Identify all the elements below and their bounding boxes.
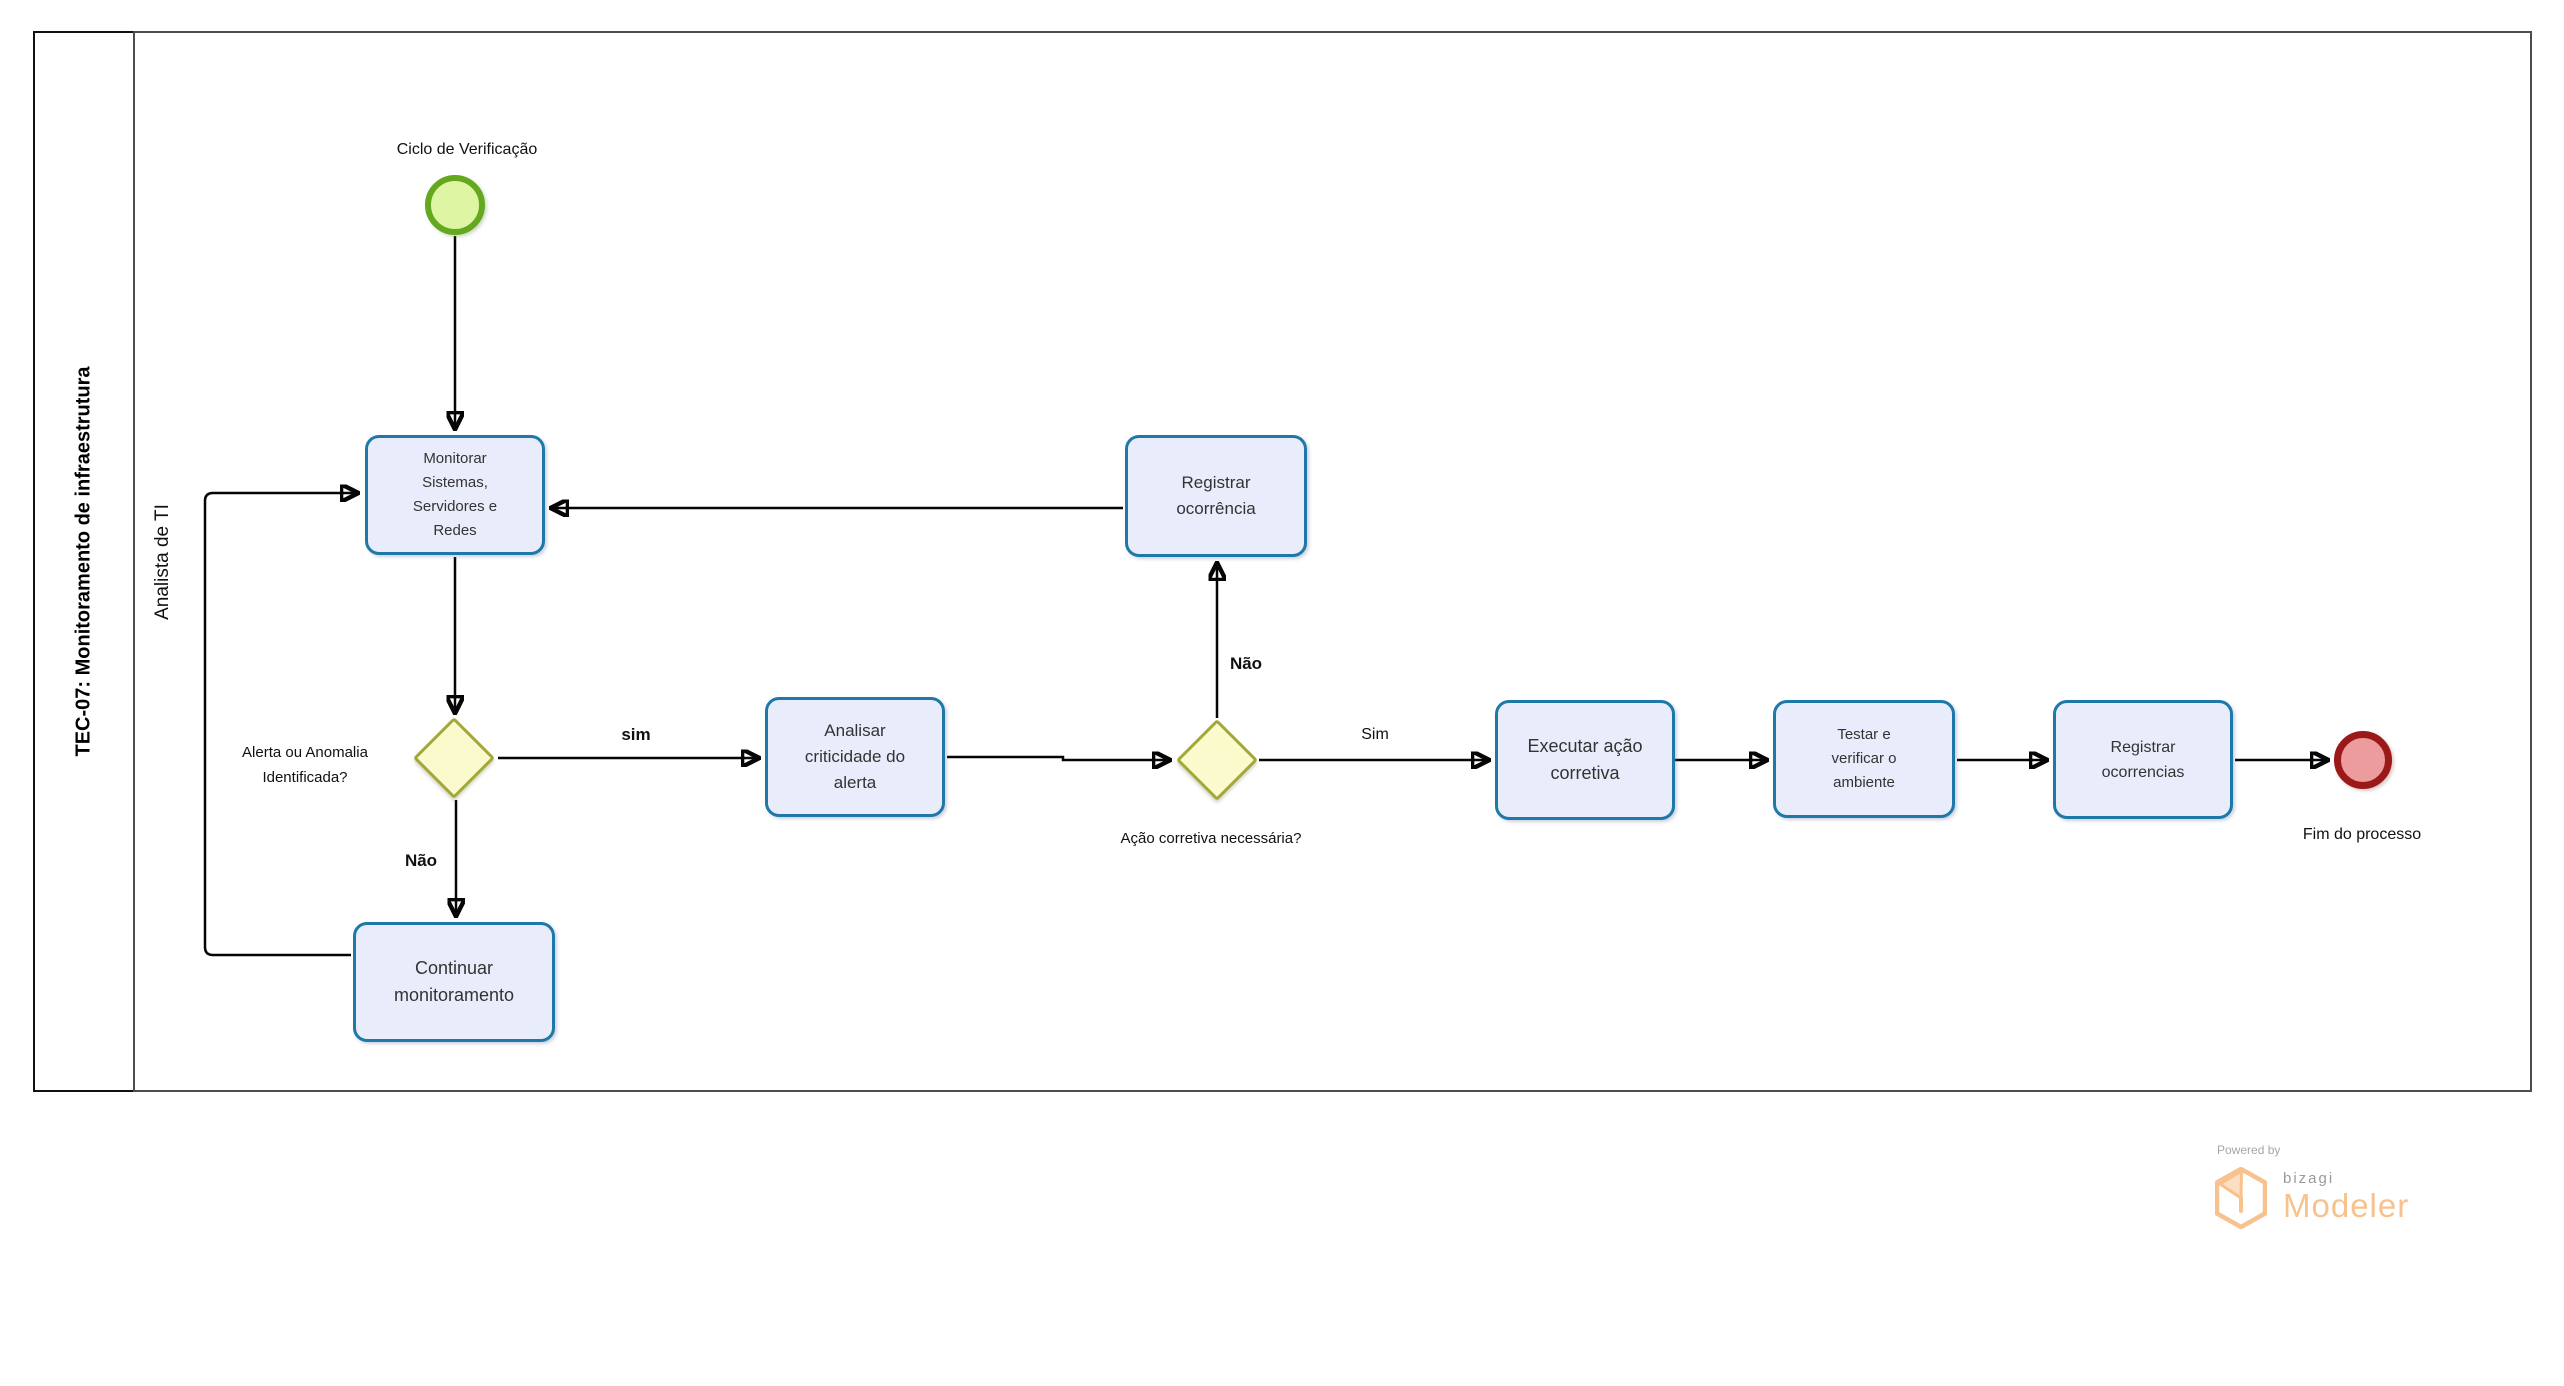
task-label: Analisar criticidade do alerta bbox=[804, 721, 906, 792]
gateway-alerta-label: Alerta ou Anomalia Identificada? bbox=[242, 744, 368, 786]
task-registrar-ocorrencias[interactable]: Registrar ocorrencias bbox=[2053, 700, 2233, 819]
bizagi-branding: Powered by bizagi Modeler bbox=[2215, 1143, 2409, 1229]
gateway-acao-label: Ação corretiva necessária? bbox=[1120, 830, 1302, 847]
modeler-wordmark: Modeler bbox=[2283, 1187, 2410, 1224]
task-label: Monitorar Sistemas, Servidores e Redes bbox=[412, 450, 498, 539]
task-label: Registrar ocorrência bbox=[1176, 473, 1256, 518]
end-event-label: Fim do processo bbox=[2302, 826, 2422, 843]
task-monitorar-sistemas[interactable]: Monitorar Sistemas, Servidores e Redes bbox=[365, 435, 545, 555]
pool-title: TEC-07: Monitoramento de infraestrutura bbox=[72, 366, 95, 757]
task-executar-acao[interactable]: Executar ação corretiva bbox=[1495, 700, 1675, 820]
task-testar-verificar[interactable]: Testar e verificar o ambiente bbox=[1773, 700, 1955, 818]
flow-label-nao-2: Não bbox=[1229, 654, 1263, 673]
task-continuar-monitoramento[interactable]: Continuar monitoramento bbox=[353, 922, 555, 1042]
task-label: Registrar ocorrencias bbox=[2101, 738, 2185, 781]
task-analisar-criticidade[interactable]: Analisar criticidade do alerta bbox=[765, 697, 945, 817]
task-label: Testar e verificar o ambiente bbox=[1831, 726, 1897, 791]
start-event-label: Ciclo de Verificação bbox=[396, 141, 538, 158]
pool-header[interactable]: TEC-07: Monitoramento de infraestrutura bbox=[33, 31, 135, 1092]
lane-analista-ti[interactable] bbox=[133, 31, 2532, 1092]
start-event[interactable] bbox=[425, 175, 485, 235]
task-registrar-ocorrencia[interactable]: Registrar ocorrência bbox=[1125, 435, 1307, 557]
flow-label-sim: sim bbox=[621, 725, 651, 744]
task-label: Continuar monitoramento bbox=[393, 958, 515, 1005]
flow-label-sim-2: Sim bbox=[1361, 726, 1389, 743]
bizagi-box-icon bbox=[2215, 1167, 2267, 1229]
end-event[interactable] bbox=[2334, 731, 2392, 789]
task-label: Executar ação corretiva bbox=[1527, 736, 1643, 783]
flow-label-nao-1: Não bbox=[404, 851, 438, 870]
powered-by-text: Powered by bbox=[2217, 1143, 2281, 1157]
bizagi-wordmark: bizagi bbox=[2283, 1170, 2335, 1187]
